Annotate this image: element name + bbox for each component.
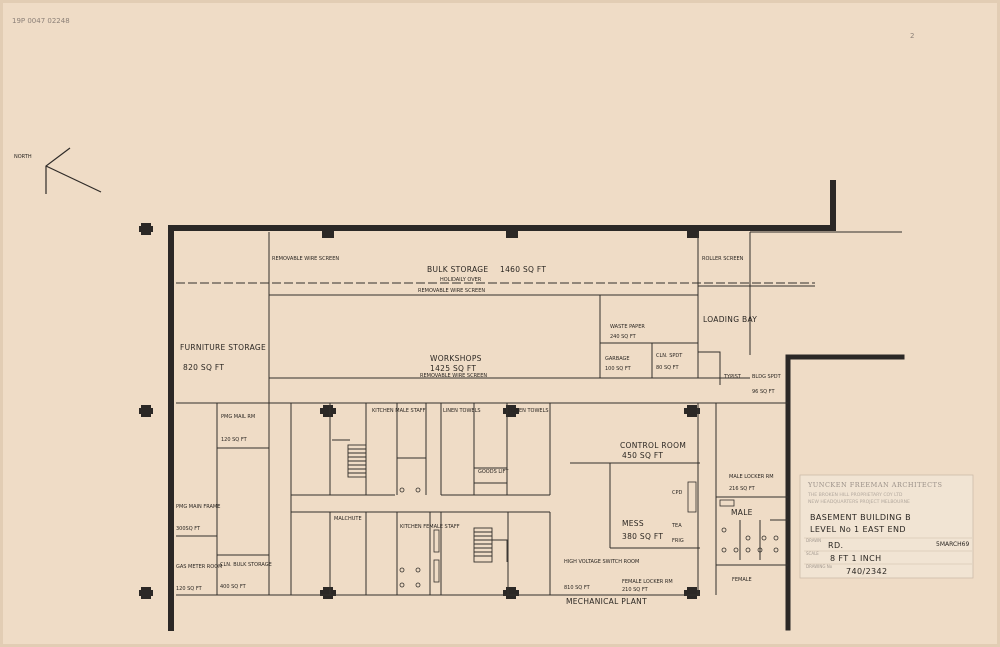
gas-meter-label: GAS METER ROOM <box>176 564 222 570</box>
firm-project: NEW HEADQUARTERS PROJECT MELBOURNE <box>808 499 910 505</box>
linen-towels-label-1: LINEN TOWELS <box>443 408 481 414</box>
mess-area: 380 SQ FT <box>622 532 663 541</box>
garbage-label: GARBAGE <box>605 356 630 362</box>
scale-label: SCALE <box>806 551 819 556</box>
typist-label: TYPIST <box>723 374 742 380</box>
furniture-storage-area: 820 SQ FT <box>183 363 224 372</box>
wire-screen-label-3: REMOVABLE WIRE SCREEN <box>420 373 487 379</box>
bulk-storage-area: 1460 SQ FT <box>500 265 546 274</box>
firm-name: YUNCKEN FREEMAN ARCHITECTS <box>807 481 942 489</box>
workshops-area: 1425 SQ FT <box>430 364 476 373</box>
bldg-spdt-area: 96 SQ FT <box>752 389 775 395</box>
interior-walls <box>176 231 902 596</box>
high-voltage-label: HIGH VOLTAGE SWITCH ROOM <box>564 559 639 565</box>
wire-screen-label-2: REMOVABLE WIRE SCREEN <box>418 288 485 294</box>
control-room-label: CONTROL ROOM <box>620 441 686 450</box>
drawing-number: 740/2342 <box>846 567 888 576</box>
tea-label: TEA <box>671 523 682 529</box>
stair-left <box>332 439 367 478</box>
high-voltage-area: 810 SQ FT <box>564 585 591 591</box>
sheet-pencil-mark: 2 <box>910 32 914 40</box>
mechanical-plant-label: MECHANICAL PLANT <box>566 597 647 606</box>
drawn-label: DRAWN <box>806 538 821 543</box>
drawing-date: 5MARCH69 <box>936 541 969 548</box>
archive-pencil-code: 19P 0047 02248 <box>12 17 70 25</box>
cln-bulk-storage-area: 400 SQ FT <box>220 584 247 590</box>
bulk-storage-label: BULK STORAGE <box>427 265 488 274</box>
firm-client: THE BROKEN HILL PROPRIETARY COY LTD <box>807 492 903 498</box>
male-label: MALE <box>731 508 753 517</box>
cln-spdt-label: CLN. SPDT <box>656 353 683 359</box>
holidaily-over-label: HOLIDAILY OVER <box>440 277 482 283</box>
cpd-label: CPD <box>672 490 683 496</box>
waste-paper-area: 240 SQ FT <box>610 334 637 340</box>
outer-walls <box>168 180 905 631</box>
female-label: FEMALE <box>732 577 752 583</box>
room-labels: REMOVABLE WIRE SCREEN BULK STORAGE 1460 … <box>176 256 782 606</box>
drawing-title-1: BASEMENT BUILDING B <box>810 513 911 522</box>
linen-towels-label-2: LINEN TOWELS <box>511 408 549 414</box>
cln-bulk-storage-label: CLN. BULK STORAGE <box>220 562 272 568</box>
workshops-label: WORKSHOPS <box>430 354 482 363</box>
male-lockers-label: MALE LOCKER RM <box>729 474 774 480</box>
title-block: YUNCKEN FREEMAN ARCHITECTS THE BROKEN HI… <box>799 474 974 579</box>
pmg-mail-area: 120 SQ FT <box>221 437 248 443</box>
female-lockers-area: 210 SQ FT <box>622 587 649 593</box>
north-arrow-icon <box>45 147 102 194</box>
structural-columns <box>139 223 700 599</box>
pmg-mail-label: PMG MAIL RM <box>221 414 255 420</box>
drawn-by: RD. <box>828 541 843 550</box>
kitchen-male-label: KITCHEN MALE STAFF <box>372 408 426 414</box>
waste-paper-label: WASTE PAPER <box>610 324 645 330</box>
control-room-area: 450 SQ FT <box>622 451 663 460</box>
furniture-storage-label: FURNITURE STORAGE <box>180 343 266 352</box>
pmg-main-frame-label: PMG MAIN FRAME <box>176 504 220 510</box>
malchute-label: MALCHUTE <box>334 516 362 522</box>
bldg-spdt-label: BLDG SPDT <box>752 374 782 380</box>
garbage-area: 100 SQ FT <box>605 366 632 372</box>
wc-fixtures <box>399 481 779 588</box>
cln-spdt-area: 80 SQ FT <box>656 365 679 371</box>
gas-meter-area: 120 SQ FT <box>176 586 203 592</box>
kitchen-female-label: KITCHEN FEMALE STAFF <box>400 524 460 530</box>
pmg-main-frame-area: 300SQ FT <box>176 526 201 532</box>
drawing-scale: 8 FT 1 INCH <box>830 554 882 563</box>
wire-screen-label-1: REMOVABLE WIRE SCREEN <box>272 256 339 262</box>
north-label: NORTH <box>14 154 32 160</box>
drawing-title-2: LEVEL No 1 EAST END <box>810 525 906 534</box>
goods-lift-label: GOODS LIFT <box>478 469 509 475</box>
mess-label: MESS <box>622 519 644 528</box>
loading-bay-label: LOADING BAY <box>703 315 757 324</box>
male-lockers-area: 216 SQ FT <box>729 486 756 492</box>
stair-right <box>473 527 508 563</box>
fridge-label: FRIG <box>672 538 684 544</box>
drawing-number-label: DRAWING No <box>806 564 833 569</box>
roller-screen-label: ROLLER SCREEN <box>702 256 744 262</box>
female-lockers-label: FEMALE LOCKER RM <box>622 579 673 585</box>
